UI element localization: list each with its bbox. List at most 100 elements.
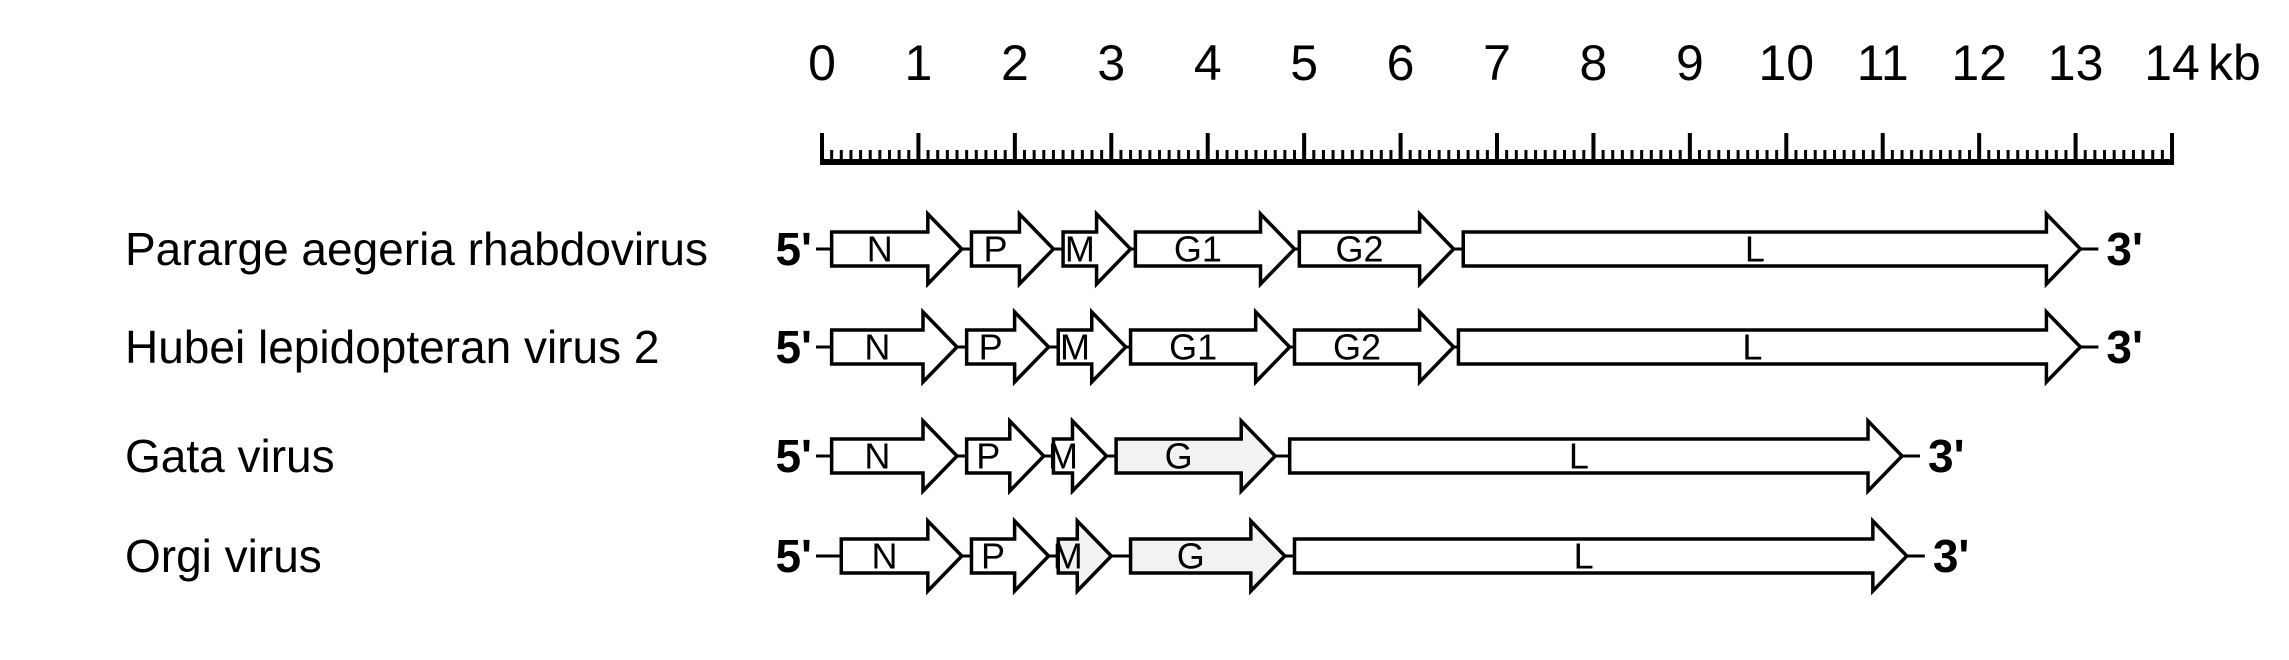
scale-tick-minor [1023,150,1027,165]
gene-arrow [829,416,960,496]
scale-number: 10 [1758,35,1814,91]
gene-arrow [839,516,965,596]
scale-tick-minor [1100,150,1104,165]
scale-tick-minor [955,150,959,165]
scale-tick-minor [2131,150,2135,165]
scale-number: 1 [905,35,933,91]
scale-tick-minor [1939,150,1943,165]
gene-arrow [1456,307,2083,387]
virus-name-label: Orgi virus [125,530,322,582]
scale-tick-minor [1775,150,1779,165]
scale-tick-minor [897,150,901,165]
scale-tick-minor [1678,150,1682,165]
gene-arrow-label: G [1177,536,1205,577]
scale-tick-minor [1553,150,1557,165]
scale-tick-minor [994,150,998,165]
five-prime-label: 5' [775,223,812,275]
scale-tick-minor [1640,150,1644,165]
gene-arrow-label: M [1060,327,1090,368]
gene-arrow [1128,516,1288,596]
scale-tick-minor [2045,150,2049,165]
scale-tick-minor [1225,150,1229,165]
scale-tick-minor [1321,150,1325,165]
scale-tick-minor [2103,150,2107,165]
scale-tick-minor [936,150,940,165]
scale-tick-minor [926,150,930,165]
scale-tick-minor [1437,150,1441,165]
gene-arrow-label: P [976,436,1000,477]
scale-tick-minor [1582,150,1586,165]
scale-number: 2 [1001,35,1029,91]
gene-arrow [1056,516,1114,596]
gene-arrow [964,416,1047,496]
gene-arrow [829,209,965,289]
scale-tick-minor [1283,150,1287,165]
scale-tick-major [1398,133,1403,165]
scale-tick-major [2170,133,2175,165]
scale-tick-minor [1996,150,2000,165]
scale-tick-major [820,133,824,165]
three-prime-label: 3' [1928,430,1965,482]
scale-tick-minor [1389,150,1393,165]
scale-tick-major [1495,133,1500,165]
scale-tick-minor [1852,150,1856,165]
scale-tick-minor [1042,150,1046,165]
scale-tick-minor [1244,150,1248,165]
scale-tick-minor [1842,150,1846,165]
scale-number: 6 [1387,35,1415,91]
scale-tick-minor [2093,150,2097,165]
gene-arrow-label: G2 [1335,229,1383,270]
gene-arrow-label: L [1745,229,1765,270]
gene-arrow-label: N [867,229,893,270]
scale-tick-minor [1707,150,1711,165]
gene-arrow-label: N [872,536,898,577]
scale-tick-minor [1543,150,1547,165]
scale-tick-minor [1293,150,1297,165]
scale-tick-minor [839,150,843,165]
gene-arrow [1114,416,1278,496]
scale-tick-minor [2064,150,2068,165]
scale-unit-label: kb [2208,35,2261,91]
scale-tick-minor [2083,150,2087,165]
scale-tick-minor [1505,150,1509,165]
gene-arrow-label: N [864,436,890,477]
gene-arrow [969,209,1056,289]
scale-tick-minor [1987,150,1991,165]
scale-tick-minor [1418,150,1422,165]
virus-name-label: Pararge aegeria rhabdovirus [125,223,708,275]
scale-tick-minor [888,150,892,165]
scale-tick-minor [1919,150,1923,165]
scale-tick-minor [1447,150,1451,165]
three-prime-label: 3' [1933,530,1970,582]
scale-tick-minor [1350,150,1354,165]
scale-tick-minor [1524,150,1528,165]
scale-tick-minor [1948,150,1952,165]
scale-tick-minor [965,150,969,165]
gene-arrow-label: L [1742,327,1762,368]
scale-tick-minor [1148,150,1152,165]
gene-arrow [1128,307,1293,387]
three-prime-label: 3' [2106,321,2143,373]
scale-tick-minor [1312,150,1316,165]
gene-arrow-label: M [1065,229,1095,270]
scale-tick-major [1977,133,1982,165]
scale-number: 4 [1194,35,1222,91]
scale-tick-minor [1138,150,1142,165]
scale-tick-minor [1273,150,1277,165]
scale-number: 13 [2048,35,2104,91]
scale-tick-minor [1235,150,1239,165]
scale-tick-minor [1804,150,1808,165]
scale-tick-minor [1215,150,1219,165]
scale-tick-minor [1833,150,1837,165]
scale-tick-minor [1177,150,1181,165]
scale-tick-minor [1765,150,1769,165]
scale-number: 3 [1097,35,1125,91]
gene-arrow-label: N [864,327,890,368]
scale-tick-major [1687,133,1692,165]
scale-tick-minor [1158,150,1162,165]
scale-tick-minor [1408,150,1412,165]
